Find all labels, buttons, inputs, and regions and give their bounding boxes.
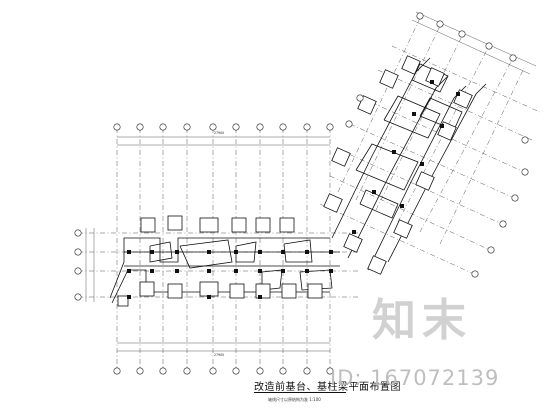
left-wing-walls bbox=[109, 237, 340, 304]
footings-left-wing bbox=[117, 215, 323, 307]
watermark-logo: 知末 bbox=[372, 295, 472, 346]
title-underline bbox=[254, 392, 346, 393]
top-dimension-total: 27900 bbox=[214, 131, 224, 135]
axis-bubbles-left bbox=[74, 229, 82, 301]
grid-lines-vertical bbox=[116, 128, 331, 370]
drawing-title: 改造前基台、基柱梁平面布置图 bbox=[254, 382, 401, 393]
watermark-id: ID: 167072139 bbox=[330, 366, 500, 390]
drawing-subtitle: 轴线尺寸以原结构为准 1:100 bbox=[268, 397, 321, 402]
columns bbox=[127, 80, 460, 299]
axis-bubbles-bottom bbox=[113, 367, 334, 375]
axis-bubbles-top bbox=[113, 123, 334, 131]
axis-bubbles-inclined bbox=[345, 12, 529, 278]
footings-right-wing bbox=[323, 55, 473, 275]
bottom-dimension-total: 27900 bbox=[214, 353, 224, 357]
